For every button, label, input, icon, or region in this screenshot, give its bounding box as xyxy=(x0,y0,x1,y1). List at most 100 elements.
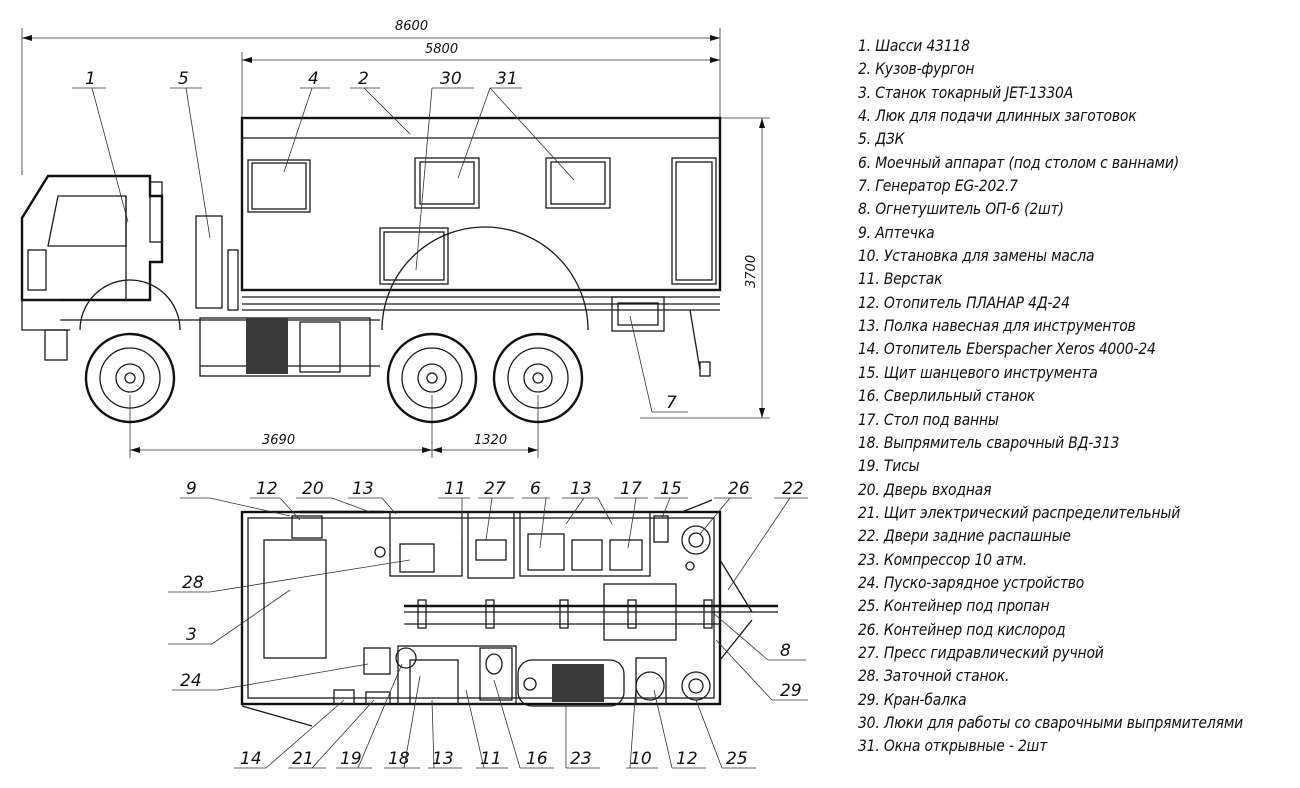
legend-item: 5. ДЗК xyxy=(858,129,905,149)
legend-item: 26. Контейнер под кислород xyxy=(858,619,1066,639)
dim-height: 3700 xyxy=(744,255,759,288)
plan-callout-25: 25 xyxy=(726,749,748,769)
hydraulic-press xyxy=(467,511,515,579)
plan-callout-12b: 12 xyxy=(676,749,698,769)
plan-callout-28: 28 xyxy=(182,573,204,593)
charger xyxy=(363,647,391,675)
plan-callout-13: 13 xyxy=(352,479,374,499)
dim-wheelbase-front: 3690 xyxy=(262,433,295,448)
legend-item: 20. Дверь входная xyxy=(858,479,992,499)
plan-callout-16: 16 xyxy=(526,749,548,769)
legend-item: 9. Аптечка xyxy=(858,222,935,242)
long-stock-hatch xyxy=(247,159,311,213)
generator-box xyxy=(611,296,665,332)
plan-callout-21: 21 xyxy=(292,749,314,769)
legend-item: 24. Пуско-зарядное устройство xyxy=(858,572,1085,592)
legend-item: 3. Станок токарный JET-1330A xyxy=(858,82,1074,102)
plan-callout-24: 24 xyxy=(180,671,202,691)
compressor xyxy=(517,659,625,707)
truck-cab xyxy=(20,174,164,302)
legend-item: 15. Щит шанцевого инструмента xyxy=(858,362,1098,382)
dim-body-length: 5800 xyxy=(425,42,458,57)
legend-item: 25. Контейнер под пропан xyxy=(858,596,1050,616)
window-1 xyxy=(414,157,480,209)
legend-item: 27. Пресс гидравлический ручной xyxy=(858,642,1104,662)
side-door xyxy=(671,157,717,285)
legend-item: 17. Стол под ванны xyxy=(858,409,999,429)
legend-item: 6. Моечный аппарат (под столом с ваннами… xyxy=(858,152,1179,172)
legend-item: 28. Заточной станок. xyxy=(858,666,1010,686)
cab-window xyxy=(47,195,127,247)
dimension-lines xyxy=(21,28,770,458)
welder xyxy=(409,659,459,705)
plan-callout-12: 12 xyxy=(256,479,278,499)
callout-31: 31 xyxy=(496,69,518,89)
plan-callout-10: 10 xyxy=(630,749,652,769)
eberspacher-heater xyxy=(333,689,355,705)
equipment-legend: 1. Шасси 43118 2. Кузов-фургон 3. Станок… xyxy=(858,34,1298,758)
vise xyxy=(395,647,417,669)
plan-outline xyxy=(240,510,722,706)
plan-callout-29: 29 xyxy=(780,681,802,701)
plan-callout-15: 15 xyxy=(660,479,682,499)
air-filter xyxy=(195,215,223,309)
legend-item: 1. Шасси 43118 xyxy=(858,36,970,55)
plan-callout-13c: 13 xyxy=(432,749,454,769)
legend-item: 10. Установка для замены масла xyxy=(858,246,1095,266)
planar-heater xyxy=(291,515,323,539)
legend-item: 13. Полка навесная для инструментов xyxy=(858,316,1136,336)
legend-item: 29. Кран-балка xyxy=(858,689,967,709)
callout-2: 2 xyxy=(358,69,369,89)
floor-plan xyxy=(168,497,808,769)
dim-total-length: 8600 xyxy=(395,19,428,34)
electrical-panel xyxy=(365,691,391,705)
legend-item: 4. Люк для подачи длинных заготовок xyxy=(858,106,1137,126)
fuel-tank xyxy=(246,318,288,374)
grinder-bench xyxy=(389,511,463,577)
legend-item: 16. Сверлильный станок xyxy=(858,386,1036,406)
plan-callout-3: 3 xyxy=(186,625,197,645)
plan-callout-23: 23 xyxy=(570,749,592,769)
legend-item: 31. Окна открывные - 2шт xyxy=(858,736,1048,756)
legend-item: 30. Люки для работы со сварочными выпрям… xyxy=(858,712,1244,732)
legend-item: 2. Кузов-фургон xyxy=(858,59,975,79)
tool-board xyxy=(653,515,669,543)
legend-item: 23. Компрессор 10 атм. xyxy=(858,549,1027,569)
plan-callout-14: 14 xyxy=(240,749,262,769)
legend-item: 11. Верстак xyxy=(858,269,943,289)
plan-callout-18: 18 xyxy=(388,749,410,769)
plan-callout-20: 20 xyxy=(302,479,324,499)
wash-table xyxy=(519,511,651,577)
drill-press xyxy=(479,647,513,701)
oxygen-container xyxy=(681,525,711,555)
plan-callout-8: 8 xyxy=(780,641,791,661)
middle-wheel xyxy=(386,332,478,424)
callout-1: 1 xyxy=(85,69,96,89)
plan-callout-26: 26 xyxy=(728,479,750,499)
dim-wheelbase-rear: 1320 xyxy=(474,433,507,448)
truck-side-view xyxy=(20,87,722,424)
propane-container xyxy=(681,671,711,701)
callout-30: 30 xyxy=(440,69,462,89)
plan-callout-27: 27 xyxy=(484,479,506,499)
oil-change-unit xyxy=(635,657,667,705)
plan-callout-11: 11 xyxy=(444,479,466,499)
legend-item: 18. Выпрямитель сварочный ВД-313 xyxy=(858,432,1120,452)
welding-hatch xyxy=(379,227,449,285)
legend-item: 7. Генератор EG-202.7 xyxy=(858,176,1018,196)
front-wheel xyxy=(84,332,176,424)
callout-5: 5 xyxy=(178,69,189,89)
legend-item: 19. Тисы xyxy=(858,456,920,476)
legend-item: 8. Огнетушитель ОП-6 (2шт) xyxy=(858,199,1064,219)
plan-callout-9: 9 xyxy=(186,479,197,499)
rear-wheel xyxy=(492,332,584,424)
legend-item: 21. Щит электрический распределительный xyxy=(858,502,1181,522)
van-body xyxy=(240,116,722,292)
callout-7: 7 xyxy=(666,393,677,413)
plan-callout-6: 6 xyxy=(530,479,541,499)
plan-callout-11b: 11 xyxy=(480,749,502,769)
window-2 xyxy=(545,157,611,209)
plan-callout-22: 22 xyxy=(782,479,804,499)
plan-callout-17: 17 xyxy=(620,479,642,499)
